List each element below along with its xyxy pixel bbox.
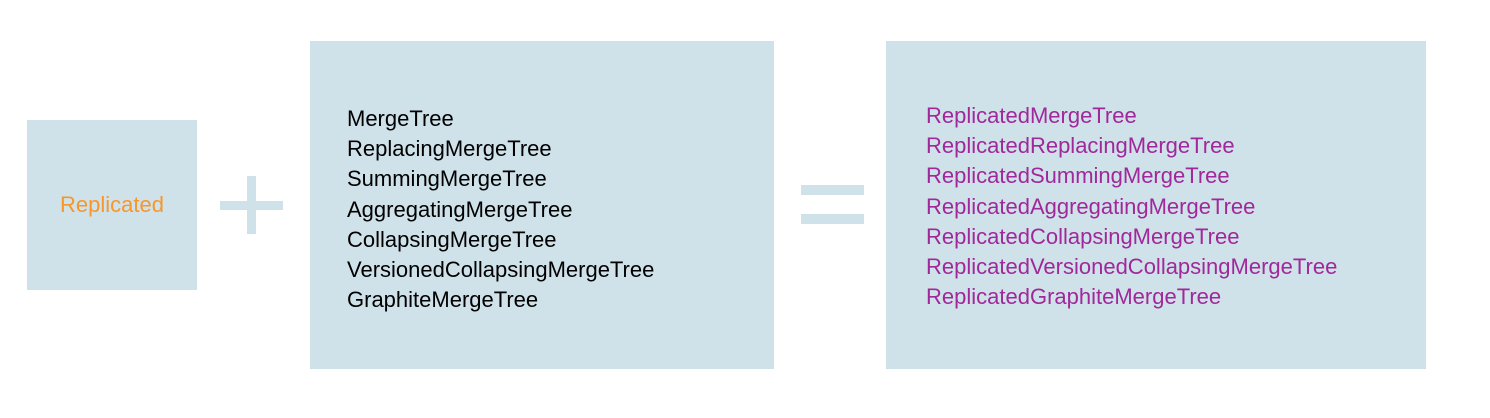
result-item: ReplicatedGraphiteMergeTree — [926, 284, 1222, 310]
equals-top-bar — [801, 185, 864, 195]
engine-item: VersionedCollapsingMergeTree — [347, 257, 655, 283]
engine-item: ReplacingMergeTree — [347, 136, 552, 162]
result-item: ReplicatedMergeTree — [926, 103, 1137, 128]
plus-vertical-bar — [247, 176, 256, 234]
result-item: ReplicatedReplacingMergeTree — [926, 133, 1235, 159]
result-item: ReplicatedAggregatingMergeTree — [926, 193, 1256, 219]
engine-item: AggregatingMergeTree — [347, 196, 573, 222]
plus-sign — [220, 176, 283, 234]
engine-item: MergeTree — [347, 106, 454, 131]
replicated-label: Replicated — [60, 192, 164, 217]
equals-sign — [801, 185, 864, 225]
engine-item: CollapsingMergeTree — [347, 226, 557, 252]
results-box: ReplicatedMergeTree ReplicatedReplacingM… — [886, 41, 1426, 369]
result-item: ReplicatedCollapsingMergeTree — [926, 223, 1240, 249]
engine-item: GraphiteMergeTree — [347, 287, 539, 313]
engine-item: SummingMergeTree — [347, 166, 547, 192]
results-list: ReplicatedMergeTree ReplicatedReplacingM… — [926, 101, 1337, 312]
engines-box: MergeTree ReplacingMergeTree SummingMerg… — [310, 41, 774, 369]
replicated-box: Replicated — [27, 120, 197, 290]
result-item: ReplicatedVersionedCollapsingMergeTree — [926, 254, 1338, 280]
engines-list: MergeTree ReplacingMergeTree SummingMerg… — [347, 104, 654, 315]
equals-bottom-bar — [801, 214, 864, 224]
result-item: ReplicatedSummingMergeTree — [926, 163, 1230, 189]
